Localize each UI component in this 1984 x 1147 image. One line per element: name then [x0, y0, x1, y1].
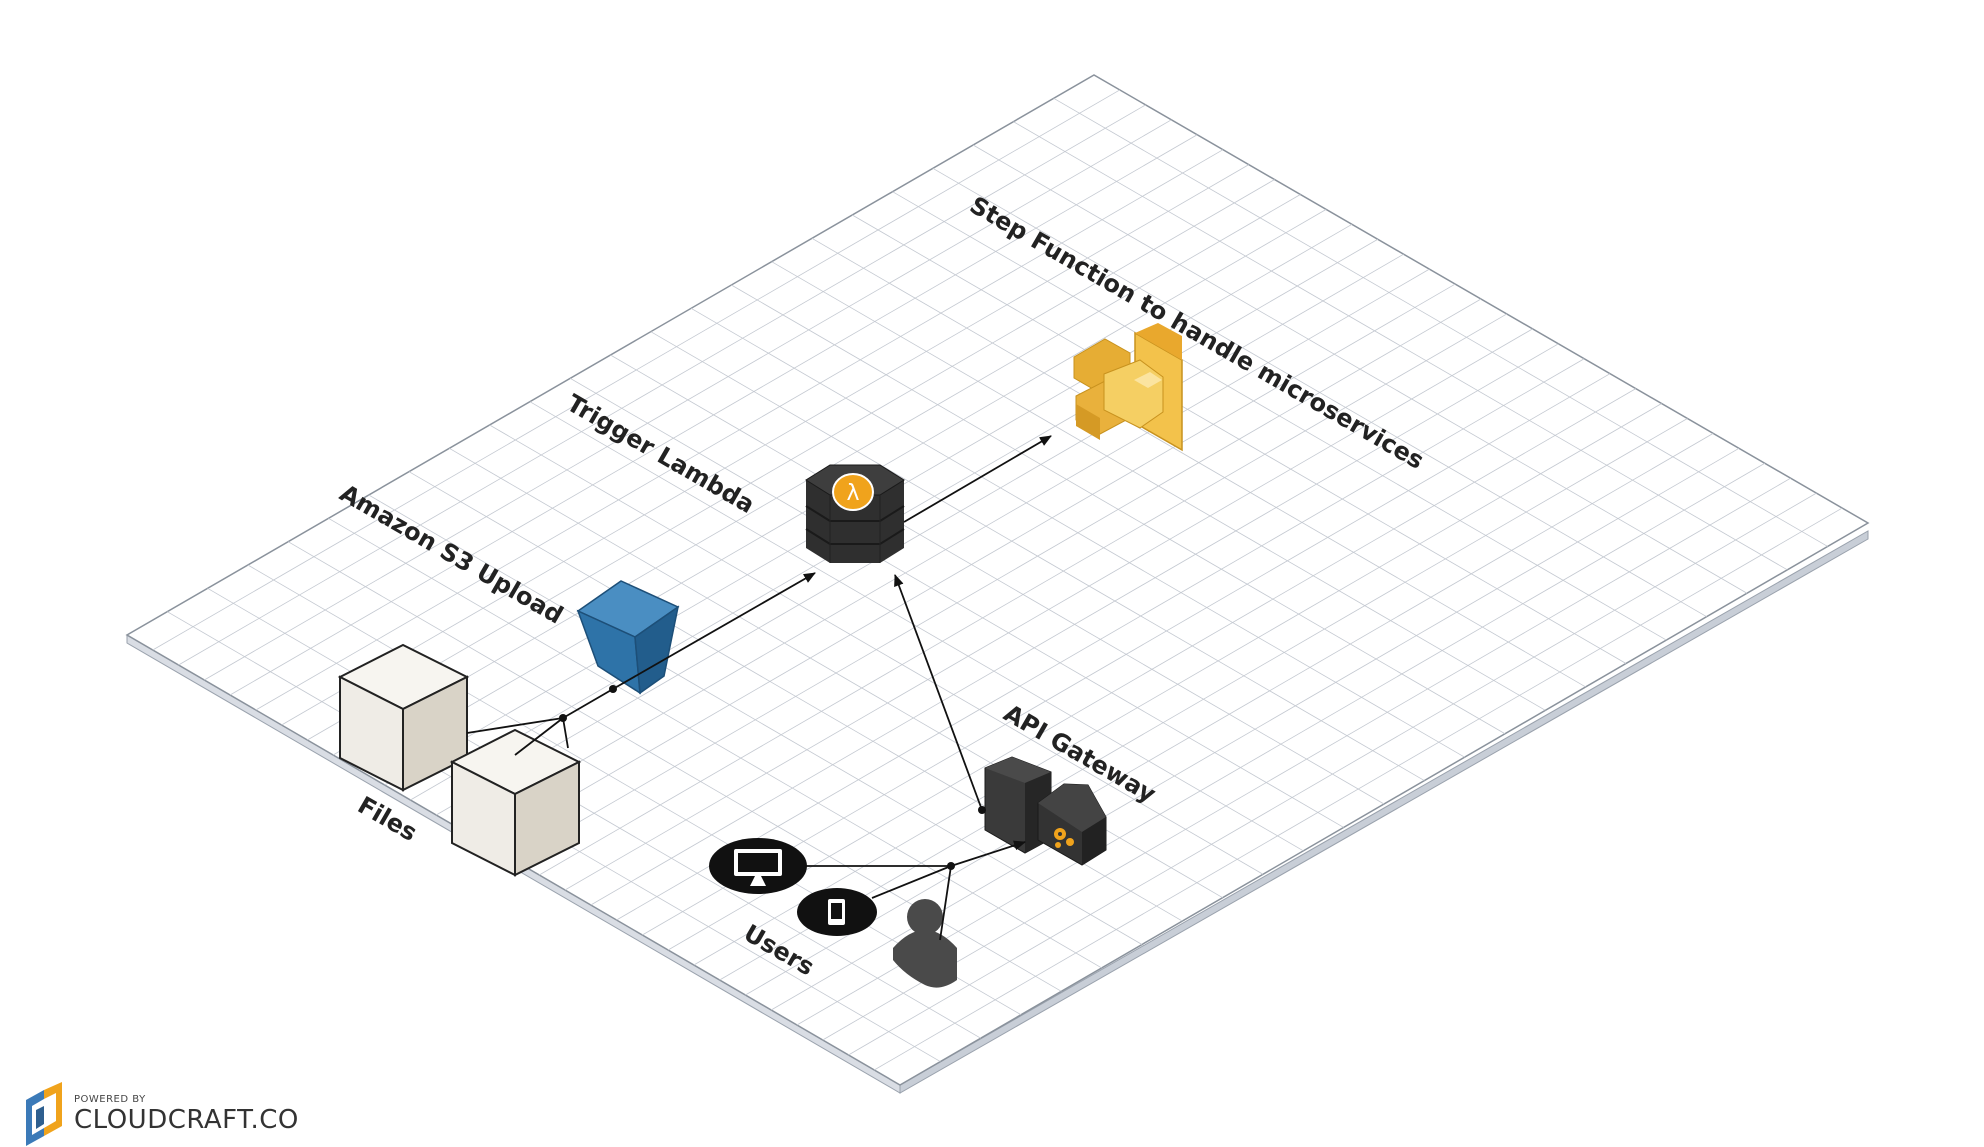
grid-line: [610, 354, 1385, 805]
grid-line: [489, 424, 1264, 875]
files-to-s3-connector: [562, 688, 614, 719]
grid-line: [529, 401, 1304, 852]
cloudcraft-logo-icon: [26, 1082, 62, 1146]
files-box-front[interactable]: [449, 728, 582, 877]
svg-text:λ: λ: [846, 481, 859, 506]
grid-line: [328, 517, 1102, 969]
grid-line: [368, 494, 1143, 945]
s3-to-lambda-arrow: [612, 572, 816, 690]
user-icon[interactable]: [893, 899, 957, 988]
files-back-connector: [466, 717, 564, 734]
grid-line: [690, 307, 1465, 758]
brand-name: CLOUDCRAFT.CO: [74, 1105, 299, 1135]
grid-line: [892, 191, 1667, 641]
files-box-back[interactable]: [337, 643, 470, 792]
grid-line: [972, 144, 1748, 594]
grid-line: [771, 261, 1546, 711]
files-front-connector: [514, 717, 564, 756]
lambda-to-step-arrow: [903, 435, 1052, 523]
users-to-apigw-arrow: [950, 840, 1026, 867]
cloudcraft-brand[interactable]: POWERED BY CLOUDCRAFT.CO: [22, 1082, 299, 1146]
grid-line: [731, 284, 1506, 735]
grid-line: [1053, 97, 1828, 547]
files-down-connector: [562, 717, 569, 749]
grid-line: [570, 377, 1344, 828]
apigw-to-lambda-arrow: [894, 574, 983, 811]
desktop-icon[interactable]: [709, 838, 807, 894]
grid-line: [650, 331, 1425, 781]
connectors: [466, 435, 1052, 941]
api-gateway-icon[interactable]: [984, 756, 1107, 866]
lambda-icon[interactable]: λ: [805, 464, 905, 563]
s3-bucket-icon[interactable]: [576, 580, 680, 695]
junction-dots: [559, 685, 986, 870]
step-functions-icon[interactable]: [1073, 323, 1183, 452]
grid-line: [811, 237, 1586, 688]
mobile-connector: [871, 865, 952, 899]
brand-powered-by: POWERED BY: [74, 1094, 146, 1105]
grid-line: [247, 564, 1022, 1016]
user-connector: [939, 865, 952, 941]
grid-line: [207, 587, 981, 1039]
mobile-icon[interactable]: [797, 888, 877, 936]
grid-line: [852, 214, 1627, 664]
grid-line: [932, 167, 1707, 618]
grid-line: [1013, 121, 1788, 571]
